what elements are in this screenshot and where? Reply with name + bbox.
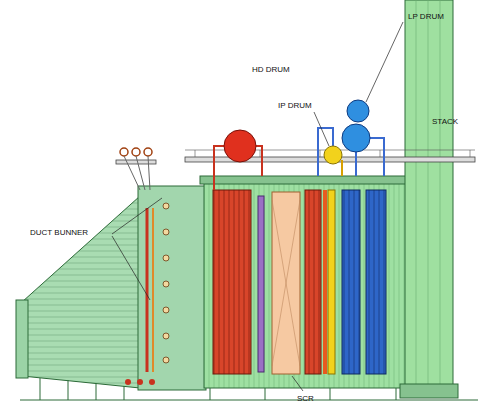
part-label: HD DRUM (252, 66, 290, 74)
part-label: IP DRUM (278, 102, 312, 110)
part-label: LP DRUM (408, 13, 444, 21)
part-label: STACK (432, 118, 458, 126)
part-label: DUCT BUNNER (30, 229, 88, 237)
part-label: SCR (297, 395, 314, 403)
